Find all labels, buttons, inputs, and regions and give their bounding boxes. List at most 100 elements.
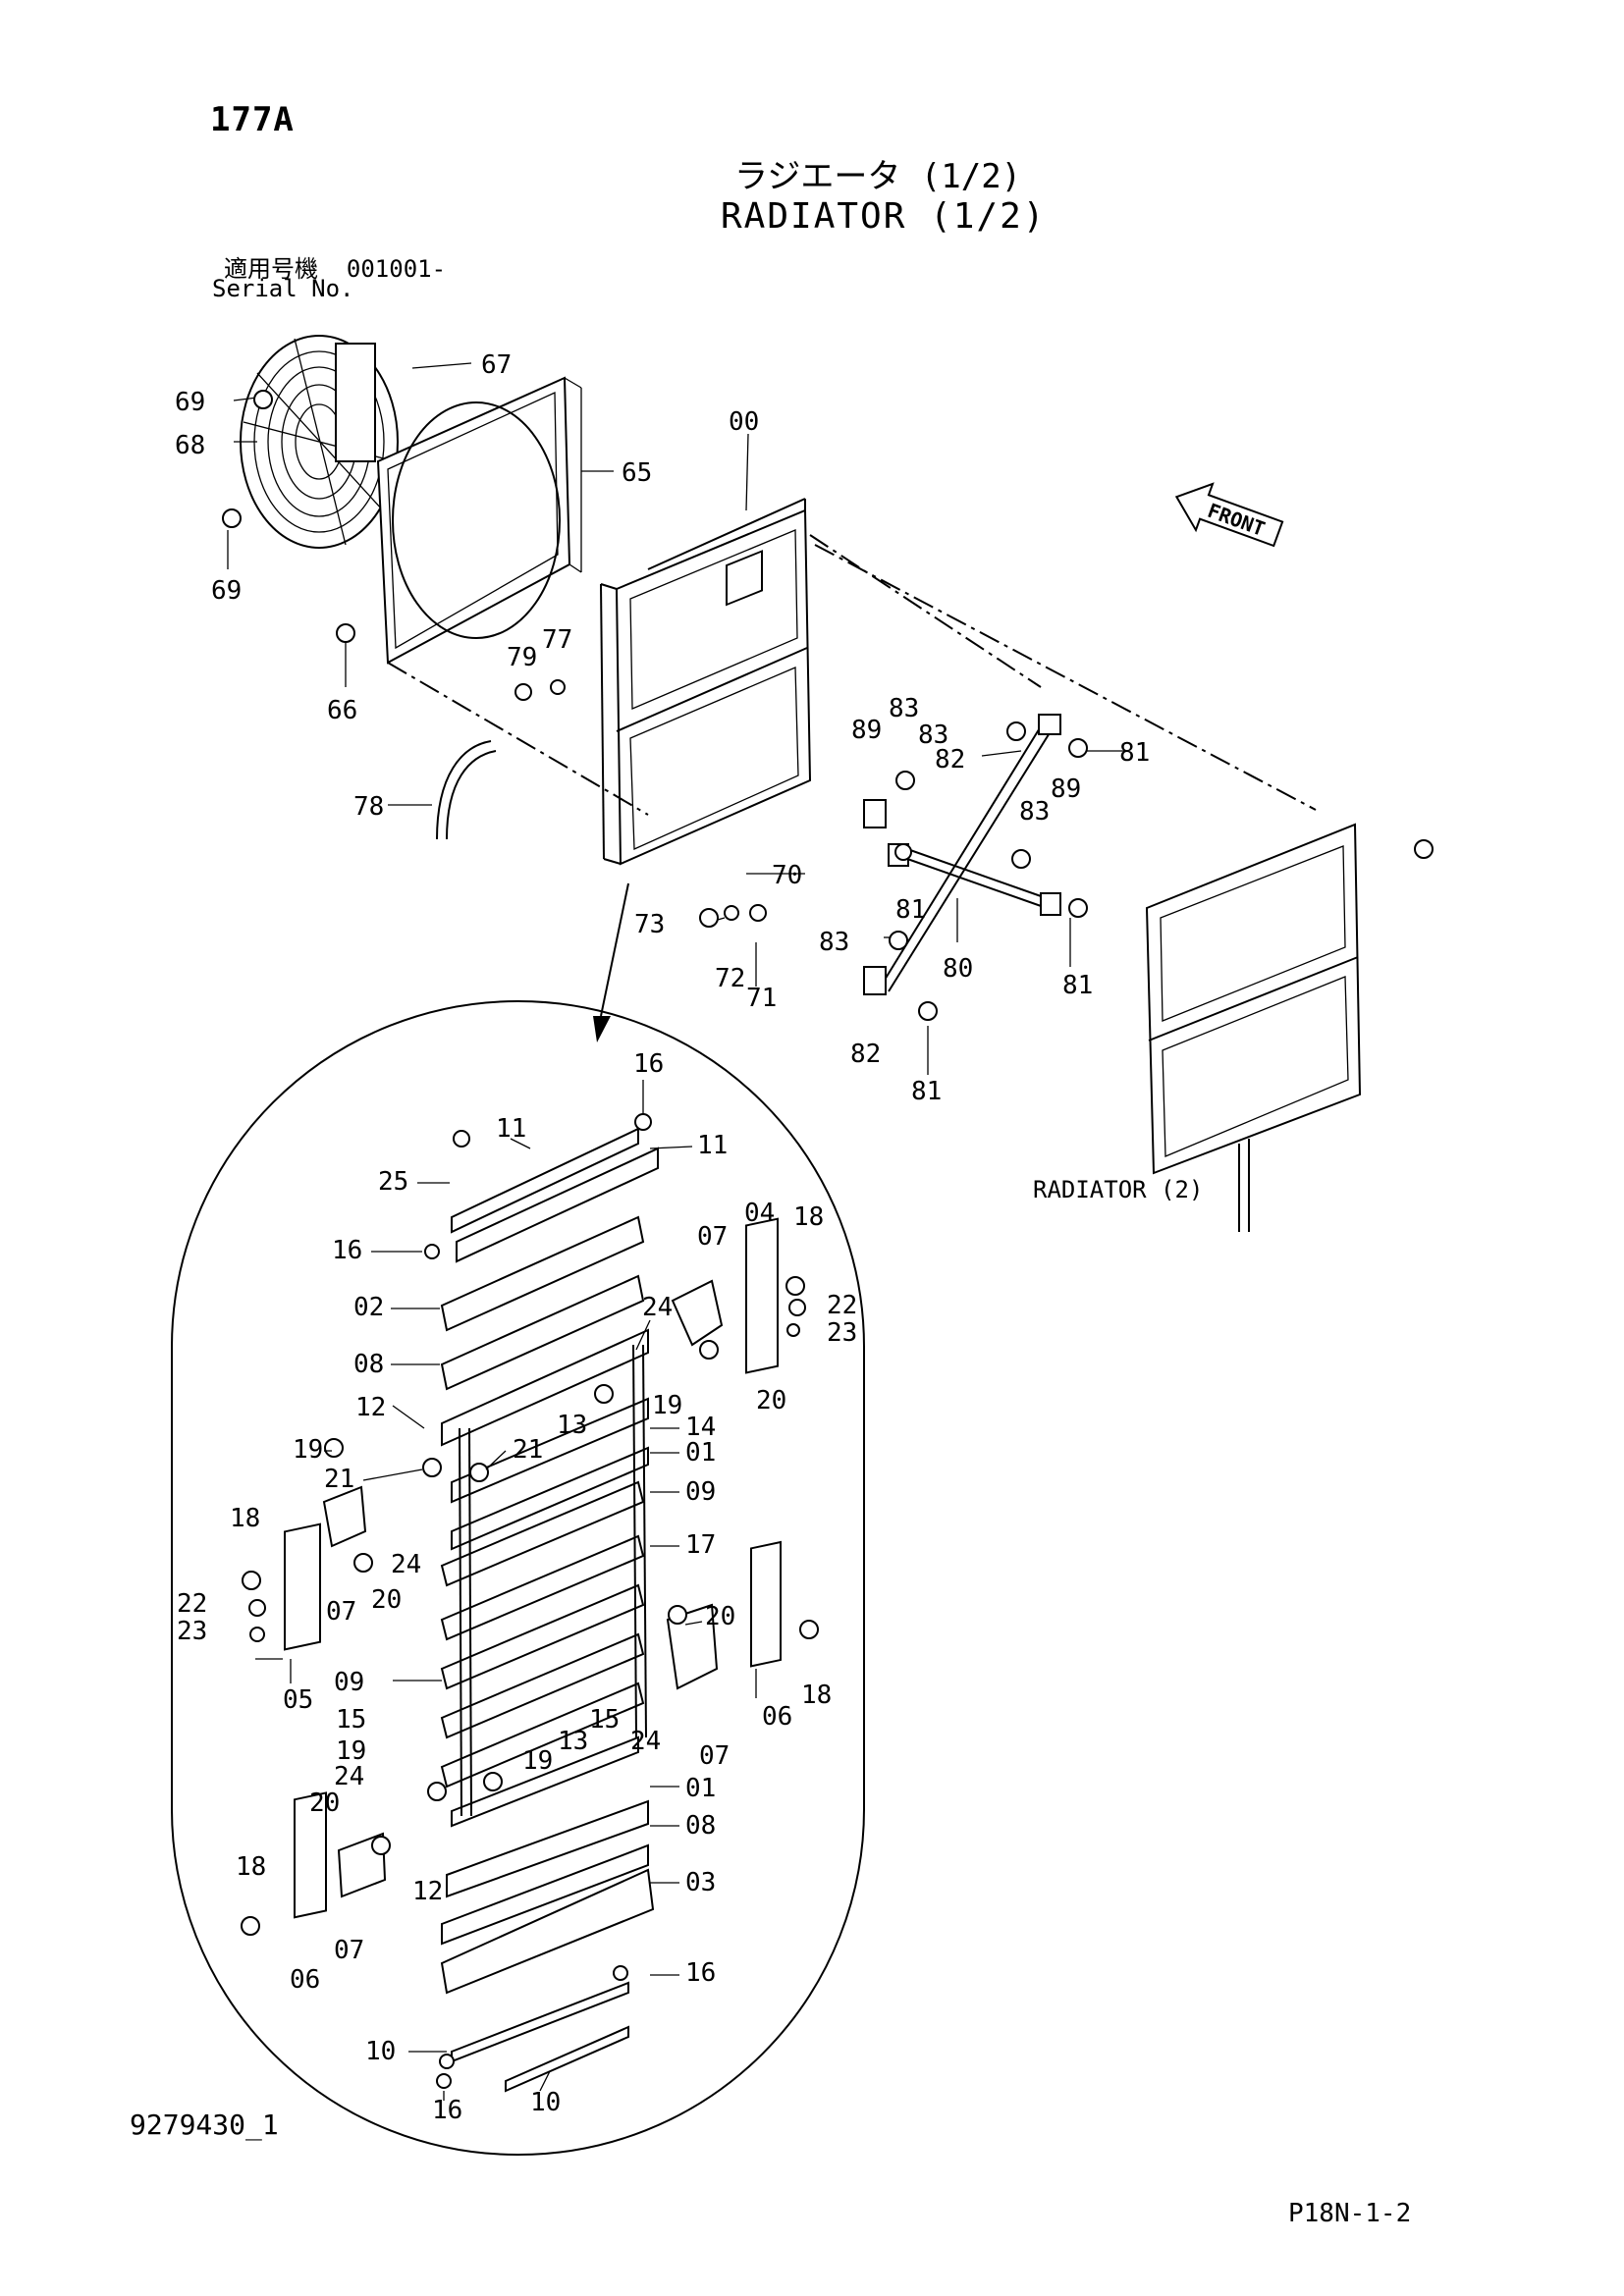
callout-20: 20 bbox=[371, 1585, 402, 1615]
callout-21: 21 bbox=[513, 1435, 543, 1465]
callout-06: 06 bbox=[762, 1702, 792, 1732]
front-arrow: FRONT bbox=[1174, 482, 1284, 548]
callout-78: 78 bbox=[353, 792, 384, 822]
page-code: 177A bbox=[210, 100, 295, 139]
callout-19: 19 bbox=[652, 1391, 682, 1420]
sheet-number: P18N-1-2 bbox=[1288, 2199, 1412, 2228]
callout-13: 13 bbox=[557, 1411, 587, 1440]
callout-22: 22 bbox=[827, 1291, 857, 1320]
callout-10: 10 bbox=[530, 2088, 561, 2117]
fan-guard bbox=[240, 335, 399, 549]
callout-21: 21 bbox=[324, 1465, 354, 1494]
radiator-2-label: RADIATOR (2) bbox=[1033, 1176, 1204, 1203]
callout-16: 16 bbox=[685, 1958, 716, 1988]
callout-67: 67 bbox=[481, 350, 512, 380]
callout-24: 24 bbox=[391, 1550, 421, 1579]
callout-83: 83 bbox=[1019, 797, 1050, 827]
serial-label-english: Serial No. bbox=[212, 275, 354, 302]
callout-07: 07 bbox=[699, 1741, 730, 1771]
callout-23: 23 bbox=[827, 1318, 857, 1348]
callout-18: 18 bbox=[230, 1504, 260, 1533]
callout-23: 23 bbox=[177, 1617, 207, 1646]
callout-70: 70 bbox=[772, 861, 802, 890]
callout-71: 71 bbox=[746, 984, 777, 1013]
title-japanese: ラジエータ (1/2) bbox=[734, 157, 1022, 196]
callout-89: 89 bbox=[851, 716, 882, 745]
detail-view-frame bbox=[171, 1000, 865, 2156]
callout-00: 00 bbox=[729, 407, 759, 437]
callout-labels: 69 67 68 65 69 00 66 79 77 78 89 83 83 8… bbox=[175, 350, 1150, 2125]
callout-81: 81 bbox=[895, 895, 926, 925]
callout-04: 04 bbox=[744, 1199, 775, 1228]
callout-65: 65 bbox=[622, 458, 652, 488]
callout-16: 16 bbox=[432, 2096, 462, 2125]
callout-24: 24 bbox=[642, 1293, 673, 1322]
callout-14: 14 bbox=[685, 1413, 716, 1442]
callout-08: 08 bbox=[353, 1350, 384, 1379]
callout-01: 01 bbox=[685, 1438, 716, 1468]
callout-16: 16 bbox=[633, 1049, 664, 1079]
callout-20: 20 bbox=[705, 1602, 735, 1631]
fan-shroud bbox=[376, 376, 582, 665]
callout-24: 24 bbox=[334, 1762, 364, 1791]
callout-15: 15 bbox=[336, 1705, 366, 1735]
callout-82: 82 bbox=[850, 1040, 881, 1069]
serial-range: 001001- bbox=[346, 255, 447, 283]
callout-68: 68 bbox=[175, 431, 205, 460]
callout-09: 09 bbox=[685, 1477, 716, 1507]
callout-07: 07 bbox=[326, 1597, 356, 1627]
callout-73: 73 bbox=[634, 910, 665, 939]
callout-81: 81 bbox=[1062, 971, 1093, 1000]
serial-label-japanese: 適用号機 bbox=[224, 255, 318, 283]
callout-79: 79 bbox=[507, 643, 537, 672]
callout-17: 17 bbox=[685, 1530, 716, 1560]
callout-82: 82 bbox=[935, 745, 965, 774]
callout-89: 89 bbox=[1051, 774, 1081, 804]
callout-83: 83 bbox=[918, 721, 948, 750]
callout-18: 18 bbox=[801, 1681, 832, 1710]
title-english: RADIATOR (1/2) bbox=[721, 196, 1047, 237]
callout-81: 81 bbox=[1119, 738, 1150, 768]
callout-80: 80 bbox=[943, 954, 973, 984]
callout-83: 83 bbox=[889, 694, 919, 723]
radiator-2-unit bbox=[1145, 823, 1362, 1232]
callout-20: 20 bbox=[756, 1386, 786, 1415]
callout-66: 66 bbox=[327, 696, 357, 725]
callout-24: 24 bbox=[630, 1727, 661, 1756]
callout-11: 11 bbox=[697, 1131, 728, 1160]
callout-07: 07 bbox=[334, 1936, 364, 1965]
callout-01: 01 bbox=[685, 1774, 716, 1803]
callout-05: 05 bbox=[283, 1685, 313, 1715]
detail-core-parts bbox=[440, 1127, 659, 2093]
bolt-symbols bbox=[222, 390, 1434, 2089]
callout-19: 19 bbox=[293, 1435, 323, 1465]
callout-77: 77 bbox=[542, 625, 572, 655]
callout-19: 19 bbox=[522, 1746, 553, 1776]
callout-09: 09 bbox=[334, 1668, 364, 1697]
callout-69: 69 bbox=[211, 576, 242, 606]
callout-07: 07 bbox=[697, 1222, 728, 1252]
callout-83: 83 bbox=[819, 928, 849, 957]
callout-15: 15 bbox=[589, 1705, 620, 1735]
callout-22: 22 bbox=[177, 1589, 207, 1619]
callout-10: 10 bbox=[365, 2037, 396, 2066]
callout-20: 20 bbox=[309, 1789, 340, 1818]
callout-03: 03 bbox=[685, 1868, 716, 1897]
radiator-core bbox=[600, 498, 812, 866]
callout-06: 06 bbox=[290, 1965, 320, 1995]
callout-12: 12 bbox=[355, 1393, 386, 1422]
callout-16: 16 bbox=[332, 1236, 362, 1265]
callout-25: 25 bbox=[378, 1167, 408, 1197]
drawing-number: 9279430_1 bbox=[130, 2109, 279, 2141]
callout-12: 12 bbox=[412, 1877, 443, 1906]
callout-08: 08 bbox=[685, 1811, 716, 1841]
serial-range-line: 適用号機 001001- bbox=[224, 249, 446, 284]
callout-13: 13 bbox=[558, 1727, 588, 1756]
callout-69: 69 bbox=[175, 388, 205, 417]
callout-19: 19 bbox=[336, 1736, 366, 1766]
callout-81: 81 bbox=[911, 1077, 942, 1106]
callout-02: 02 bbox=[353, 1293, 384, 1322]
callout-72: 72 bbox=[715, 964, 745, 993]
callout-18: 18 bbox=[793, 1202, 824, 1232]
